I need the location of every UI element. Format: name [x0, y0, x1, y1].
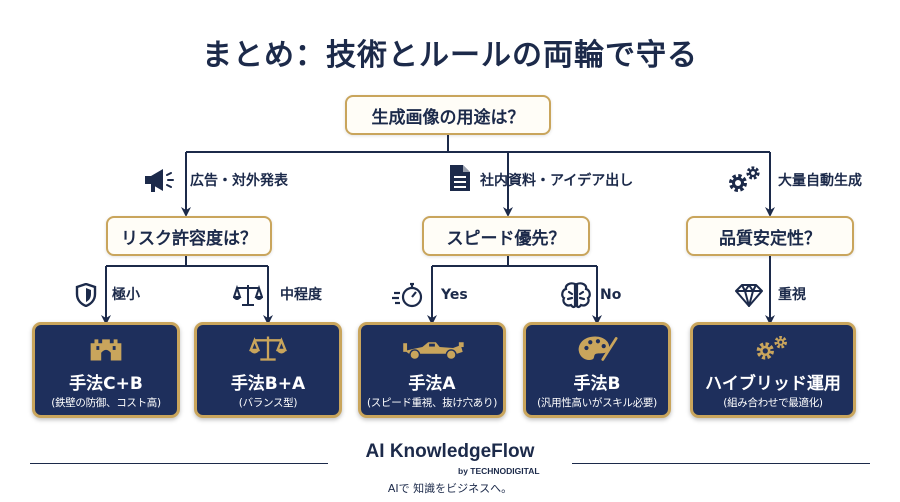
branch-label-1: 広告・対外発表: [190, 173, 288, 189]
outcome-card-c-b: 手法C+B (鉄壁の防御、コスト高): [32, 322, 180, 418]
outcome-name: 手法C+B: [69, 374, 143, 394]
stopwatch-icon: [392, 282, 423, 308]
root-question-text: 生成画像の用途は？: [371, 107, 525, 128]
outcome-card-hybrid: ハイブリッド運用 (組み合わせで最適化): [690, 322, 856, 418]
outcome-desc: (汎用性高いがスキル必要): [537, 397, 657, 409]
branch-label-3: 大量自動生成: [778, 173, 862, 189]
diamond-icon: [735, 284, 763, 307]
balance-scale-icon: [249, 336, 287, 361]
question-box-risk: リスク許容度は？: [106, 216, 272, 256]
brand-name: AI KnowledgeFlow: [365, 441, 535, 462]
outcome-name: ハイブリッド運用: [705, 374, 841, 394]
brand-tagline: AIで 知識をビジネスへ。: [387, 482, 513, 495]
megaphone-icon: [145, 169, 174, 192]
sub-label-no: No: [600, 287, 622, 303]
document-icon: [450, 165, 470, 191]
outcome-desc: (鉄壁の防御、コスト高): [51, 397, 161, 409]
outcome-desc: (スピード重視、抜け穴あり): [367, 397, 497, 409]
castle-icon: [90, 339, 122, 361]
footer-rule-left: [30, 463, 328, 464]
footer-rule-right: [572, 463, 870, 464]
root-question-box: 生成画像の用途は？: [345, 95, 551, 135]
question-box-quality: 品質安定性？: [686, 216, 854, 256]
outcome-desc: (バランス型): [238, 397, 298, 409]
question-box-speed: スピード優先？: [422, 216, 590, 256]
race-car-icon: [403, 342, 464, 361]
question-text-risk: リスク許容度は？: [121, 228, 257, 249]
outcome-name: 手法B: [573, 374, 621, 394]
question-text-speed: スピード優先？: [446, 228, 566, 249]
gears-icon: [756, 335, 787, 360]
outcome-card-b: 手法B (汎用性高いがスキル必要): [523, 322, 671, 418]
outcome-name: 手法A: [408, 374, 456, 394]
sub-label-minimal: 極小: [112, 287, 140, 303]
outcome-card-a: 手法A (スピード重視、抜け穴あり): [358, 322, 506, 418]
outcome-card-b-a: 手法B+A (バランス型): [194, 322, 342, 418]
sub-label-moderate: 中程度: [280, 287, 322, 303]
shield-icon: [75, 283, 97, 307]
sub-label-yes: Yes: [441, 287, 468, 303]
brand-byline: by TECHNODIGITAL: [458, 466, 540, 476]
outcome-desc: (組み合わせで最適化): [723, 397, 823, 409]
gears-icon: [729, 166, 760, 192]
branch-label-2: 社内資料・アイデア出し: [480, 173, 634, 189]
palette-icon: [578, 336, 618, 361]
page-title: まとめ：技術とルールの両輪で守る: [202, 38, 698, 73]
question-text-quality: 品質安定性？: [719, 228, 821, 249]
outcome-name: 手法B+A: [230, 374, 306, 394]
scale-icon: [233, 284, 263, 306]
brain-icon: [561, 282, 591, 309]
sub-label-emphasis: 重視: [778, 287, 806, 303]
